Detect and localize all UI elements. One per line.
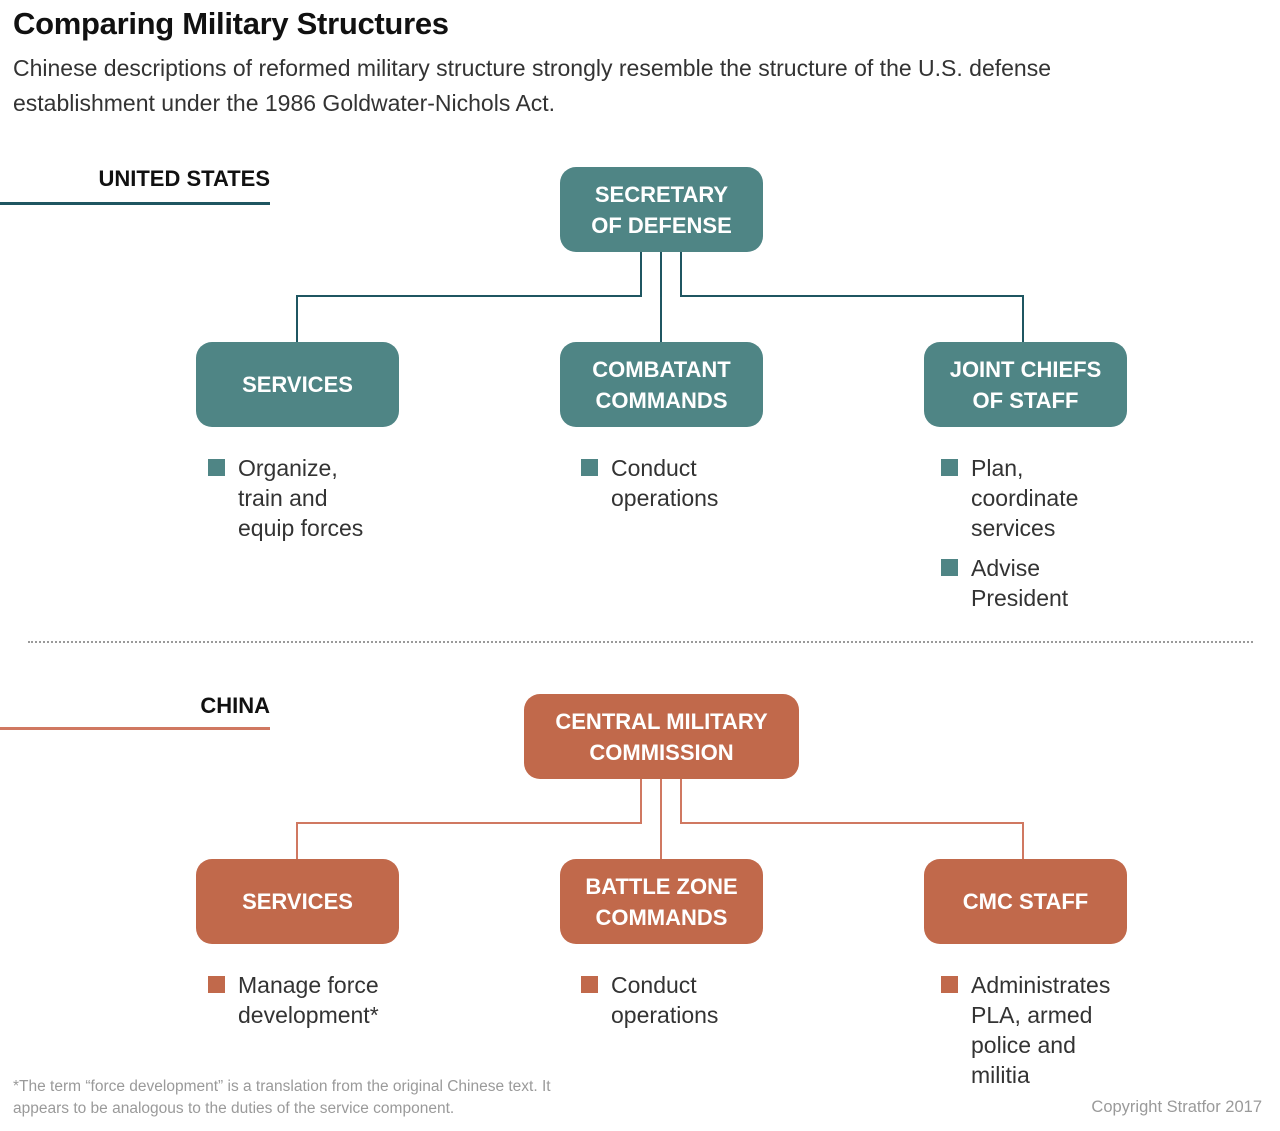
us-combatant-commands-box: COMBATANT COMMANDS xyxy=(560,342,763,427)
china-battle-zone-commands-box: BATTLE ZONE COMMANDS xyxy=(560,859,763,944)
us-staff-bullet-2 xyxy=(941,559,958,576)
us-staff-item-1: Plan, coordinate services xyxy=(971,455,1079,541)
us-connector-services xyxy=(296,252,642,342)
us-commands-item: Conduct operations xyxy=(611,455,719,511)
china-commands-bullet xyxy=(581,976,598,993)
box-label-line1: BATTLE ZONE xyxy=(585,873,738,899)
us-joint-chiefs-box: JOINT CHIEFS OF STAFF xyxy=(924,342,1127,427)
china-section-label: CHINA xyxy=(200,693,270,718)
box-label-line2: COMMANDS xyxy=(595,387,728,413)
us-services-bullet xyxy=(208,459,225,476)
us-services-box: SERVICES xyxy=(196,342,399,427)
box-label-line1: JOINT CHIEFS xyxy=(949,356,1102,382)
china-connectors xyxy=(296,779,1024,859)
china-services-item: Manage force development* xyxy=(238,972,379,1028)
box-label-line1: CENTRAL MILITARY xyxy=(555,708,768,734)
box-label-line1: SECRETARY xyxy=(594,181,729,207)
box-label-line1: SERVICES xyxy=(242,889,353,914)
section-divider xyxy=(28,641,1253,643)
us-section-label: UNITED STATES xyxy=(98,166,270,191)
china-services-bullet xyxy=(208,976,225,993)
box-label-line2: OF DEFENSE xyxy=(591,212,732,238)
us-section-rule xyxy=(0,202,270,205)
page-subtitle: Chinese descriptions of reformed militar… xyxy=(13,55,1052,116)
china-staff-bullet xyxy=(941,976,958,993)
box-label-line1: CMC STAFF xyxy=(962,889,1089,914)
china-connector-staff xyxy=(680,779,1024,859)
box-label-line1: SERVICES xyxy=(242,372,353,397)
box-label-line2: COMMANDS xyxy=(595,904,728,930)
china-central-military-commission-box: CENTRAL MILITARY COMMISSION xyxy=(524,694,799,779)
china-services-box: SERVICES xyxy=(196,859,399,944)
us-connectors xyxy=(296,252,1024,342)
us-connector-staff xyxy=(680,252,1024,342)
page-title: Comparing Military Structures xyxy=(13,6,449,41)
china-cmc-staff-box: CMC STAFF xyxy=(924,859,1127,944)
us-commands-bullet xyxy=(581,459,598,476)
us-secretary-of-defense-box: SECRETARY OF DEFENSE xyxy=(560,167,763,252)
china-staff-item: Administrates PLA, armed police and mili… xyxy=(971,972,1111,1088)
china-commands-item: Conduct operations xyxy=(611,972,719,1028)
footnote: *The term “force development” is a trans… xyxy=(13,1078,551,1117)
china-connector-services xyxy=(296,779,642,859)
box-label-line2: OF STAFF xyxy=(972,387,1079,413)
box-label-line1: COMBATANT xyxy=(592,356,731,382)
copyright: Copyright Stratfor 2017 xyxy=(1091,1098,1262,1116)
us-services-item: Organize, train and equip forces xyxy=(238,455,364,541)
us-staff-bullet-1 xyxy=(941,459,958,476)
us-staff-item-2: Advise President xyxy=(971,555,1069,611)
china-section-rule xyxy=(0,727,270,730)
box-label-line2: COMMISSION xyxy=(589,739,734,765)
